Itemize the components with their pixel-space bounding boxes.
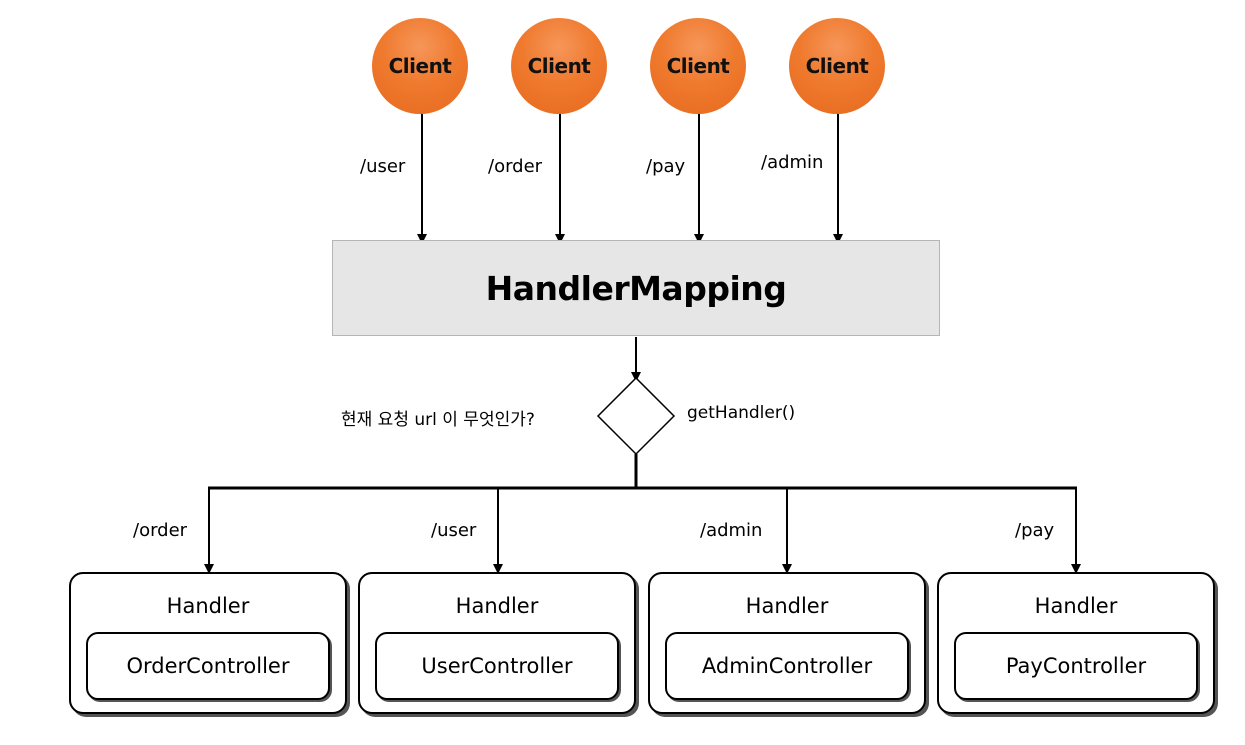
- handler-box: Handler UserController: [358, 572, 636, 714]
- client-label: Client: [388, 54, 452, 78]
- decision-question: 현재 요청 url 이 무엇인가?: [341, 410, 535, 430]
- controller-label: PayController: [1005, 654, 1147, 678]
- controller-box: OrderController: [86, 632, 330, 700]
- decision-diamond: [596, 376, 676, 456]
- client-node: Client: [372, 18, 468, 114]
- controller-box: AdminController: [665, 632, 909, 700]
- client-node: Client: [650, 18, 746, 114]
- decision-method: getHandler(): [687, 403, 796, 423]
- handler-path-label: /order: [133, 520, 188, 541]
- client-path-label: /order: [488, 156, 543, 177]
- controller-box: UserController: [375, 632, 619, 700]
- handler-box: Handler AdminController: [648, 572, 926, 714]
- handler-title: Handler: [745, 594, 829, 618]
- handler-mapping-title: HandlerMapping: [485, 268, 787, 308]
- client-label: Client: [805, 54, 869, 78]
- client-path-label: /user: [360, 156, 406, 177]
- client-node: Client: [789, 18, 885, 114]
- client-label: Client: [666, 54, 730, 78]
- handler-box: Handler OrderController: [69, 572, 347, 714]
- controller-label: UserController: [421, 654, 573, 678]
- handler-box: Handler PayController: [937, 572, 1215, 714]
- handler-mapping-box: HandlerMapping: [332, 240, 940, 336]
- handler-path-label: /admin: [700, 520, 763, 541]
- client-path-label: /pay: [646, 156, 686, 177]
- handler-title: Handler: [166, 594, 250, 618]
- controller-label: AdminController: [701, 654, 873, 678]
- handler-title: Handler: [1034, 594, 1118, 618]
- controller-label: OrderController: [126, 654, 290, 678]
- handler-path-label: /user: [431, 520, 477, 541]
- controller-box: PayController: [954, 632, 1198, 700]
- handler-title: Handler: [455, 594, 539, 618]
- client-path-label: /admin: [761, 152, 824, 173]
- client-label: Client: [527, 54, 591, 78]
- client-node: Client: [511, 18, 607, 114]
- handler-path-label: /pay: [1015, 520, 1055, 541]
